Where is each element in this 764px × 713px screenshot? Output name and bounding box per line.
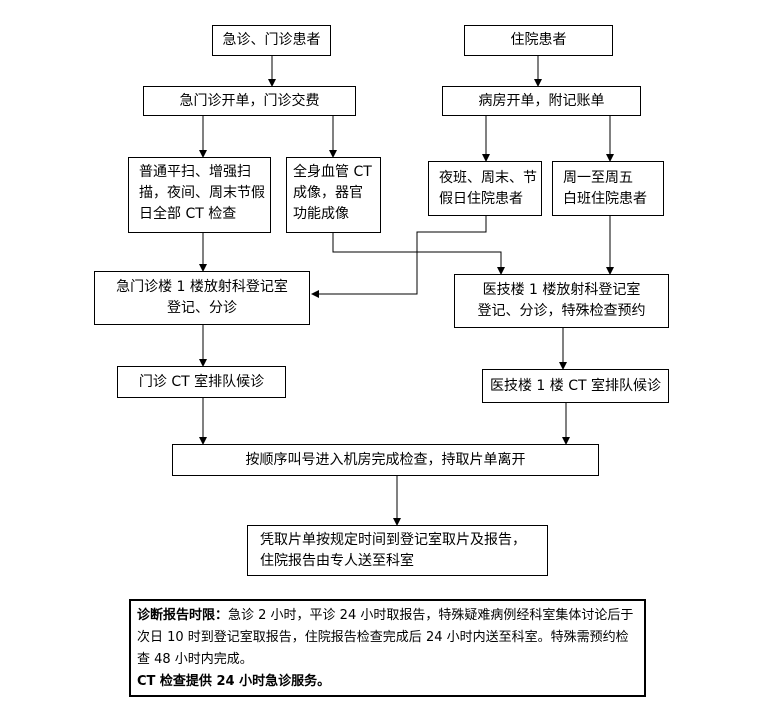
node-outpatient-queue-label: 门诊 CT 室排队候诊 [138,373,265,390]
node-tech-queue: 医技楼 1 楼 CT 室排队候诊 [482,369,669,403]
node-ct-all-line-3: 日全部 CT 检查 [139,206,237,222]
node-emergency-outpatient: 急诊、门诊患者 [212,25,331,56]
node-er-registration: 急门诊楼 1 楼放射科登记室 登记、分诊 [94,271,310,325]
node-ward-billing: 病房开单，附记账单 [442,86,641,116]
node-er-registration-line-2: 登记、分诊 [167,300,237,316]
node-tech-registration-line-2: 登记、分诊，特殊检查预约 [477,303,646,319]
node-emergency-outpatient-label: 急诊、门诊患者 [222,32,321,48]
node-er-billing: 急门诊开单，门诊交费 [143,86,356,116]
note-title: 诊断报告时限： [137,608,229,623]
node-night-inpatient: 夜班、周末、节 假日住院患者 [428,161,542,216]
node-tech-queue-label: 医技楼 1 楼 CT 室排队候诊 [489,377,662,394]
note-footer: CT 检查提供 24 小时急诊服务。 [137,674,331,689]
node-ct-all-line-2: 描，夜间、周末节假 [139,185,265,201]
arrow-vascular-to-tech-registration [332,233,505,275]
node-tech-registration: 医技楼 1 楼放射科登记室 登记、分诊，特殊检查预约 [454,274,669,328]
node-ward-billing-label: 病房开单，附记账单 [478,92,605,109]
node-weekday-inpatient: 周一至周五 白班住院患者 [552,161,664,216]
node-call-exam-label: 按顺序叫号进入机房完成检查，持取片单离开 [245,451,526,468]
node-vascular-line-2: 成像，器官 [293,185,363,201]
node-weekday-inpatient-line-1: 周一至周五 [563,170,633,186]
node-inpatient-label: 住院患者 [510,32,567,48]
arrow-night-to-er-registration [311,216,487,298]
node-pickup-line-2: 住院报告由专人送至科室 [260,553,414,569]
node-inpatient: 住院患者 [464,25,613,56]
node-vascular: 全身血管 CT 成像，器官 功能成像 [286,157,381,233]
note-body: 急诊 2 小时，平诊 24 小时取报告，特殊疑难病例经科室集体讨论后于次日 10… [137,608,634,667]
node-night-inpatient-line-2: 假日住院患者 [439,191,523,207]
node-outpatient-queue: 门诊 CT 室排队候诊 [117,366,286,398]
node-pickup-line-1: 凭取片单按规定时间到登记室取片及报告， [260,532,526,548]
node-pickup: 凭取片单按规定时间到登记室取片及报告， 住院报告由专人送至科室 [247,525,548,576]
node-call-exam: 按顺序叫号进入机房完成检查，持取片单离开 [172,444,599,476]
node-vascular-line-1: 全身血管 CT [293,164,372,180]
node-ct-all-line-1: 普通平扫、增强扫 [139,164,251,180]
node-er-registration-line-1: 急门诊楼 1 楼放射科登记室 [116,279,288,295]
node-weekday-inpatient-line-2: 白班住院患者 [563,191,647,207]
node-vascular-line-3: 功能成像 [293,206,349,222]
node-er-billing-label: 急门诊开单，门诊交费 [179,92,320,109]
node-ct-all: 普通平扫、增强扫 描，夜间、周末节假 日全部 CT 检查 [128,157,271,233]
node-night-inpatient-line-1: 夜班、周末、节 [439,170,537,186]
report-time-note: 诊断报告时限：急诊 2 小时，平诊 24 小时取报告，特殊疑难病例经科室集体讨论… [129,599,646,697]
node-tech-registration-line-1: 医技楼 1 楼放射科登记室 [482,282,641,298]
